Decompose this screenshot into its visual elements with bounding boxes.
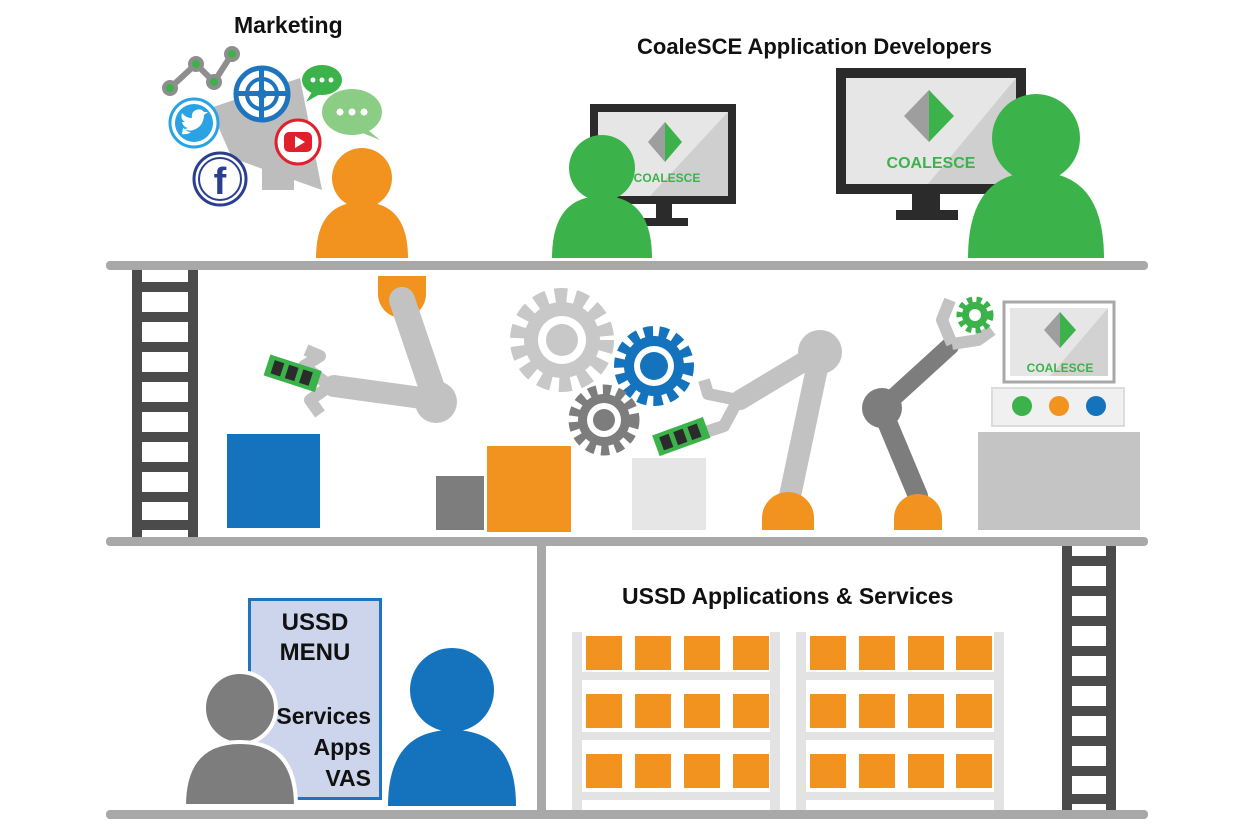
light-gray-box xyxy=(632,458,706,530)
twitter-icon xyxy=(168,97,220,149)
gear-large-gray xyxy=(510,288,614,392)
robot-arm-3 xyxy=(862,297,996,530)
network-graph-icon xyxy=(162,46,240,96)
ussd-menu-title-line1: USSD xyxy=(281,609,349,636)
facebook-icon: f xyxy=(192,151,248,207)
orange-box xyxy=(487,446,571,532)
left-ladder xyxy=(132,270,198,537)
youtube-icon xyxy=(274,118,322,166)
bottom-shelf xyxy=(106,810,1148,819)
ussd-apps-label: USSD Applications & Services xyxy=(622,583,954,609)
storage-rack-left xyxy=(572,632,780,810)
ussd-menu-title-line2: MENU xyxy=(279,639,351,666)
gear-small-green xyxy=(956,296,994,334)
ussd-menu-item-apps: Apps xyxy=(313,734,372,760)
gray-box xyxy=(436,476,484,530)
blue-box xyxy=(227,434,320,528)
right-ladder xyxy=(1062,546,1116,810)
memory-chip-1 xyxy=(263,354,322,393)
coalesce-logo-small: COALESCE xyxy=(634,171,701,185)
gear-dark-gray xyxy=(568,384,640,456)
status-light-green xyxy=(1012,396,1032,416)
robot-arm-1 xyxy=(298,276,457,423)
developer-person-1 xyxy=(552,135,652,258)
robot-arm-2 xyxy=(698,330,842,530)
status-light-orange xyxy=(1049,396,1069,416)
middle-shelf xyxy=(106,537,1148,546)
status-light-blue xyxy=(1086,396,1106,416)
coalesce-logo-station: COALESCE xyxy=(1027,361,1094,375)
control-station: COALESCE xyxy=(978,300,1140,530)
user-blue-person xyxy=(388,648,516,806)
chat-bubble-icon xyxy=(302,65,382,140)
ussd-menu-item-services: Services xyxy=(276,703,371,729)
target-icon xyxy=(233,65,291,123)
ussd-menu-item-vas: VAS xyxy=(325,765,371,791)
memory-chip-2 xyxy=(652,417,711,457)
storage-rack-right xyxy=(796,632,1004,810)
gear-blue xyxy=(614,326,694,406)
marketing-label: Marketing xyxy=(234,12,343,38)
ussd-menu-card: USSD MENU Services Apps VAS xyxy=(248,598,382,800)
marketing-person xyxy=(316,148,408,258)
center-divider xyxy=(537,544,546,814)
developers-label: CoaleSCE Application Developers xyxy=(637,34,992,59)
top-shelf xyxy=(106,261,1148,270)
coalesce-logo-large: COALESCE xyxy=(887,155,976,172)
svg-text:f: f xyxy=(214,161,227,203)
developer-person-2 xyxy=(968,94,1104,258)
